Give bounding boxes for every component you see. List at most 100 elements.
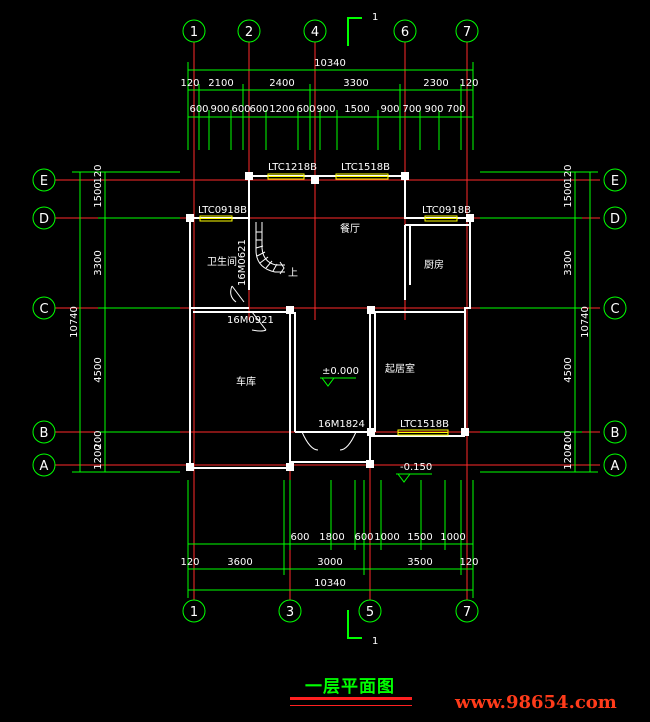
dim-right-outer: 10740 <box>580 306 591 338</box>
section-mark-bottom: 1 <box>347 610 378 647</box>
dim-bot-r1-5: 1000 <box>440 532 465 543</box>
dim-bot-r2-0: 120 <box>180 557 199 568</box>
dim-bot-r2-3: 3500 <box>407 557 432 568</box>
dim-top-r2-2: 600 <box>231 104 250 115</box>
dimension-text-bottom: 600 1800 600 1000 1500 1000 120 3600 300… <box>180 532 478 589</box>
dim-left-5: 200 <box>93 430 104 449</box>
axis-label-left-E: E <box>40 174 48 189</box>
axis-label-left-D: D <box>39 212 49 227</box>
dim-right-0: 1500 <box>563 182 574 207</box>
opening-labels: LTC1218B LTC1518B LTC0918B LTC0918B LTC1… <box>198 162 471 430</box>
dim-right-3: 4500 <box>563 357 574 382</box>
dim-left-2: 3300 <box>93 250 104 275</box>
dim-top-r2-5: 600 <box>296 104 315 115</box>
doors <box>230 285 357 451</box>
axis-label-top-4: 4 <box>311 25 319 40</box>
columns <box>186 172 474 471</box>
dim-top-r2-6: 900 <box>316 104 335 115</box>
axis-label-top-7: 7 <box>463 25 471 40</box>
dim-top-r1-0: 120 <box>180 78 199 89</box>
axis-label-right-C: C <box>610 302 619 317</box>
room-garage: 车库 <box>236 375 256 388</box>
axis-label-bottom-7: 7 <box>463 605 471 620</box>
dimension-text-top: 10340 120 2100 2400 3300 2300 120 600 90… <box>180 58 478 115</box>
dim-bot-r2-1: 3600 <box>227 557 252 568</box>
room-bathroom: 卫生间 <box>207 255 237 268</box>
axis-label-left-C: C <box>39 302 48 317</box>
dim-left-1: 120 <box>93 164 104 183</box>
room-labels: 餐厅 卫生间 厨房 车库 起居室 <box>207 222 444 388</box>
axis-label-bottom-5: 5 <box>366 605 374 620</box>
axis-label-bottom-3: 3 <box>286 605 294 620</box>
title-underline-thin <box>290 705 412 706</box>
axis-label-right-E: E <box>611 174 619 189</box>
dim-left-outer: 10740 <box>69 306 80 338</box>
dim-top-r2-9: 700 <box>402 104 421 115</box>
axis-label-top-1: 1 <box>190 25 198 40</box>
dimension-lines-bottom <box>187 480 474 598</box>
dim-top-r1-3: 3300 <box>343 78 368 89</box>
dim-top-r1-4: 2300 <box>423 78 448 89</box>
dim-top-r1-1: 2100 <box>208 78 233 89</box>
dim-bot-r1-2: 600 <box>354 532 373 543</box>
label-ltc1518b-top: LTC1518B <box>341 162 390 173</box>
dim-top-r1-5: 120 <box>459 78 478 89</box>
dimension-text-right: 10740 1500 120 3300 4500 1200 200 <box>563 164 591 469</box>
axis-bubbles-left: E D C B A <box>32 168 56 477</box>
dimension-lines-right <box>480 171 598 473</box>
room-kitchen: 厨房 <box>424 258 444 271</box>
dimension-lines-top <box>187 62 474 150</box>
axis-bubbles-top: 1 2 4 6 7 <box>182 19 479 43</box>
axis-bubbles-right: E D C B A <box>603 168 627 477</box>
elev-floor-label: ±0.000 <box>322 366 359 377</box>
axis-label-top-2: 2 <box>245 25 253 40</box>
elevation-marks: ±0.000 -0.150 <box>320 366 432 483</box>
axis-label-left-B: B <box>40 426 49 441</box>
dimension-lines-left <box>72 171 180 473</box>
dim-top-r2-4: 1200 <box>269 104 294 115</box>
elev-outside-label: -0.150 <box>400 462 432 473</box>
dim-left-3: 4500 <box>93 357 104 382</box>
dim-bot-r2-2: 3000 <box>317 557 342 568</box>
dim-bot-r1-0: 600 <box>290 532 309 543</box>
section-mark-top: 1 <box>347 12 378 46</box>
dim-bot-total: 10340 <box>314 578 346 589</box>
drawing-title: 一层平面图 <box>305 677 395 697</box>
axis-lines <box>55 42 600 600</box>
axis-bubbles-bottom: 1 3 5 7 <box>182 599 479 623</box>
dim-bot-r1-1: 1800 <box>319 532 344 543</box>
title-underline-thick <box>290 697 412 700</box>
dim-left-0: 1500 <box>93 182 104 207</box>
axis-label-right-D: D <box>610 212 620 227</box>
label-16m0621: 16M0621 <box>237 239 248 286</box>
axis-label-right-B: B <box>611 426 620 441</box>
watermark: www.98654.com <box>455 692 617 713</box>
dim-left-4: 1200 <box>93 444 104 469</box>
dim-top-r2-10: 900 <box>424 104 443 115</box>
dim-bot-r1-3: 1000 <box>374 532 399 543</box>
label-ltc0918b-left: LTC0918B <box>198 205 247 216</box>
dim-top-total: 10340 <box>314 58 346 69</box>
dimension-text-left: 10740 1500 120 3300 4500 1200 200 <box>69 164 104 469</box>
dim-bot-r2-4: 120 <box>459 557 478 568</box>
dim-top-r2-3: 600 <box>249 104 268 115</box>
dim-right-5: 200 <box>563 430 574 449</box>
label-16m1824: 16M1824 <box>318 419 365 430</box>
dim-top-r2-8: 900 <box>380 104 399 115</box>
section-mark-bottom-label: 1 <box>372 636 378 647</box>
axis-label-left-A: A <box>40 459 49 474</box>
dim-top-r2-11: 700 <box>446 104 465 115</box>
axis-label-right-A: A <box>611 459 620 474</box>
dim-top-r2-0: 600 <box>189 104 208 115</box>
label-ltc1518b-bottom: LTC1518B <box>400 419 449 430</box>
label-ltc0918b-right: LTC0918B <box>422 205 471 216</box>
label-ltc1218b: LTC1218B <box>268 162 317 173</box>
room-dining: 餐厅 <box>340 222 360 235</box>
label-stair-up: 上 <box>288 267 298 279</box>
dim-right-2: 3300 <box>563 250 574 275</box>
dim-right-4: 1200 <box>563 444 574 469</box>
room-living: 起居室 <box>385 362 415 375</box>
dim-top-r2-1: 900 <box>210 104 229 115</box>
spiral-stair <box>255 222 285 275</box>
